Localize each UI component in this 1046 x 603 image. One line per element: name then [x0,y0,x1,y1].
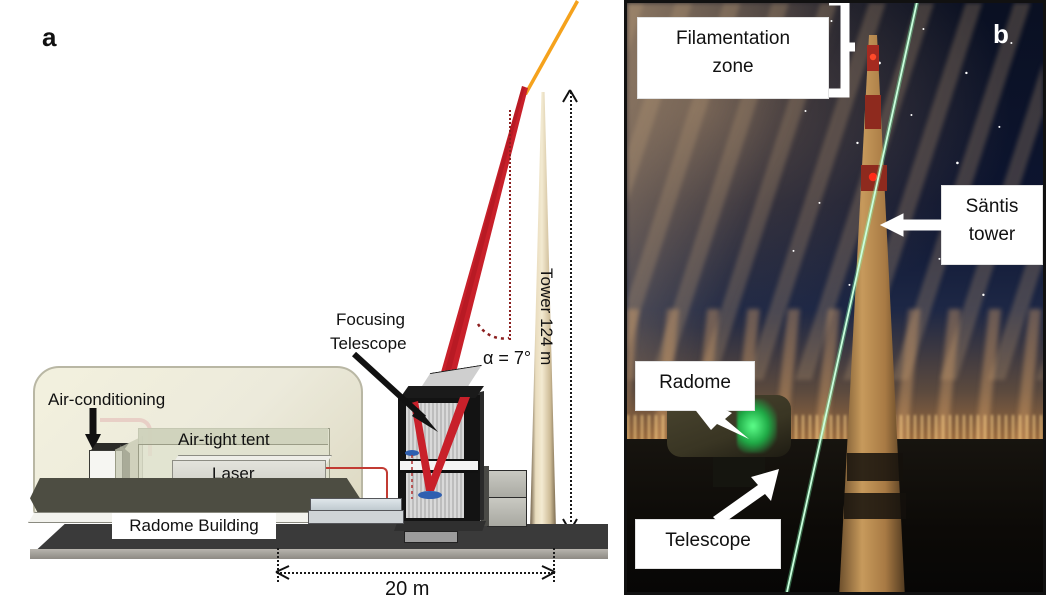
angle-label: α = 7° [483,348,532,368]
telescope-foot-plate [404,531,458,543]
callout-telescope-line1: Telescope [665,530,751,551]
ac-unit-top [89,443,129,453]
equipment-rack-upper [487,470,527,500]
filamentation-zone-bracket-icon [829,3,855,98]
equipment-rack-lower [487,497,527,527]
callout-filamentation-zone: Filamentation zone [637,17,829,99]
ground-distance-label: 20 m [385,578,430,600]
laser-beam-lower-red [432,86,528,404]
beam-transport-duct-base [308,510,404,524]
callout-radome: Radome [635,361,755,411]
dim-tick-left [277,548,279,582]
panel-b-photograph: b Filamentation zone Säntis tower Radome… [624,0,1046,595]
tower-height-label: Tower 124 m [537,268,556,366]
beam-transport-cable [326,467,388,515]
green-laser-beam-photo [784,3,920,592]
dim-arrow-right [541,565,556,580]
telescope-internal-beam-path [405,397,470,499]
ground-platform-edge [30,549,608,559]
radome-arrow-icon [693,399,749,439]
santis-tower-photo [839,35,906,592]
callout-filamentation-zone-line2: zone [712,56,754,77]
callout-telescope: Telescope [635,519,781,569]
laser-beam-upper-orange [523,0,579,95]
focusing-telescope-label-line2: Telescope [330,334,407,353]
air-tight-tent-label: Air-tight tent [178,430,270,449]
radome-building-label: Radome Building [112,513,276,539]
callout-radome-line1: Radome [659,372,731,393]
vertical-reference-dotted [509,110,511,340]
tower-height-dimension-line [570,92,572,530]
telescope-base [394,521,486,531]
callout-filamentation-zone-line1: Filamentation [675,28,791,49]
telescope-arrow-icon [713,469,779,525]
dim-tick-right [553,548,555,582]
panel-a-letter: a [42,22,57,52]
santis-tower-arrow-icon [879,213,944,237]
air-tight-tent-roof [138,428,328,445]
callout-santis-tower-line1: Säntis [965,196,1019,217]
telescope-top-plate [400,386,484,398]
callout-santis-tower: Säntis tower [941,185,1043,265]
dim-arrow-left [275,565,290,580]
callout-santis-tower-line2: tower [968,224,1016,245]
panel-b-letter: b [993,19,1009,49]
air-conditioning-arrow [85,408,101,450]
tower-dim-arrow-top [562,89,578,103]
air-conditioning-label: Air-conditioning [48,390,166,409]
focusing-telescope-label-line1: Focusing [336,310,405,329]
panel-a-schematic: a α = 7° Tower 124 m [28,0,608,600]
equipment-rack-shade [481,466,489,526]
focusing-telescope-leader-arrow [352,352,438,432]
ground-distance-dimension-line [277,572,553,574]
